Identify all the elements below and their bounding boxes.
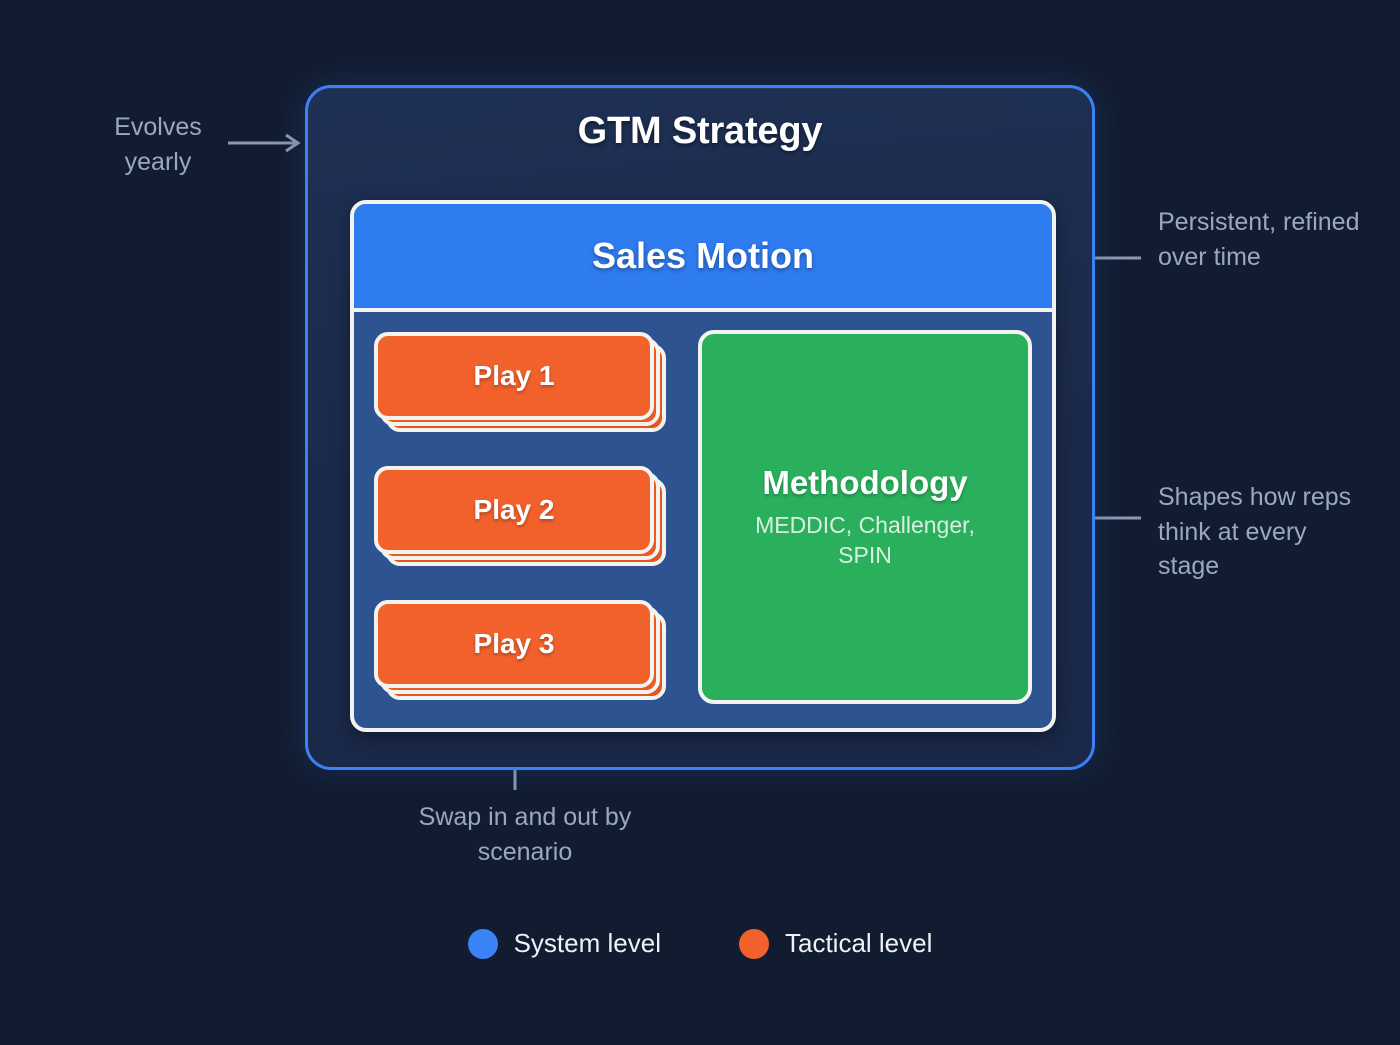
legend-item-tactical-level: Tactical level: [738, 928, 933, 959]
methodology-card[interactable]: Methodology MEDDIC, Challenger, SPIN: [698, 330, 1032, 704]
arrow-right-icon: [228, 133, 301, 153]
legend: System level Tactical level: [0, 928, 1400, 959]
methodology-subtitle: MEDDIC, Challenger, SPIN: [755, 511, 975, 568]
methodology-title: Methodology: [762, 463, 968, 501]
legend-label: Tactical level: [784, 928, 933, 958]
sales-motion-label: Sales Motion: [591, 235, 815, 276]
play-card[interactable]: Play 1: [374, 332, 654, 420]
gtm-strategy-container: GTM Strategy Sales Motion Play 1: [305, 85, 1095, 770]
legend-item-system-level: System level: [467, 928, 661, 959]
sales-motion-header: Sales Motion: [354, 204, 1052, 312]
annotation-swap-by-scenario: Swap in and out by scenario: [418, 803, 632, 866]
legend-label: System level: [513, 928, 661, 958]
play-card[interactable]: Play 3: [374, 600, 654, 688]
annotation-persistent-refined: Persistent, refined over time: [1158, 208, 1360, 271]
play-card-stack[interactable]: Play 3: [374, 600, 670, 700]
play-card-label: Play 3: [473, 628, 555, 659]
play-card[interactable]: Play 2: [374, 466, 654, 554]
play-card-label: Play 2: [473, 494, 555, 525]
legend-dot-icon: [738, 928, 769, 959]
legend-dot-icon: [467, 928, 498, 959]
plays-column: Play 1 Play 2 Play 3: [374, 328, 674, 708]
sales-motion-card: Sales Motion Play 1: [350, 200, 1056, 732]
gtm-strategy-title: GTM Strategy: [577, 110, 823, 152]
play-card-stack[interactable]: Play 1: [374, 332, 670, 432]
play-card-label: Play 1: [473, 360, 555, 391]
annotation-evolves-yearly: Evolves yearly: [114, 113, 202, 176]
annotation-shapes-reps-thinking: Shapes how reps think at every stage: [1158, 483, 1352, 580]
sales-motion-body: Play 1 Play 2 Play 3: [354, 312, 1052, 728]
play-card-stack[interactable]: Play 2: [374, 466, 670, 566]
